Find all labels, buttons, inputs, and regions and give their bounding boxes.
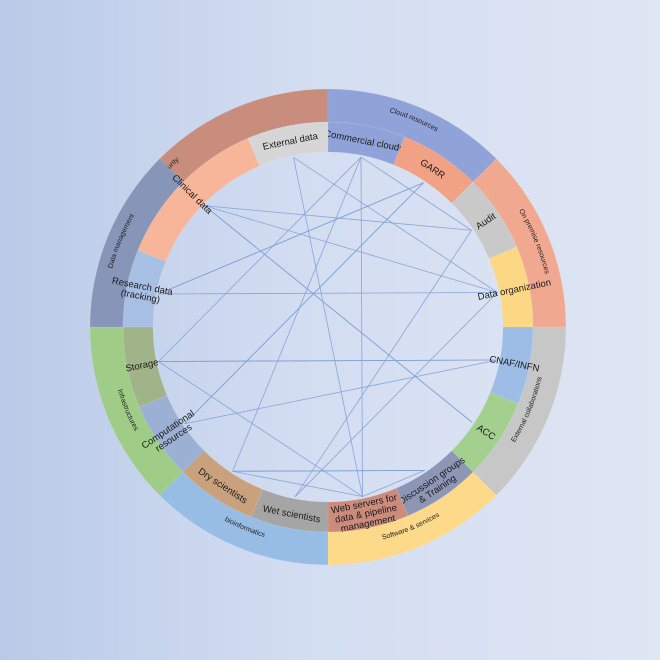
node-externaldata: External data xyxy=(247,121,329,167)
node-segment-externaldata xyxy=(247,121,329,167)
link-computational-garr xyxy=(184,182,424,425)
link-commercial-storage xyxy=(158,156,362,362)
link-acc-clinical xyxy=(204,205,473,423)
node-clinical: Clinical data xyxy=(137,137,260,262)
node-segment-cnaf xyxy=(489,326,534,405)
link-dry-webservers xyxy=(232,470,363,497)
node-wet: Wet scientists xyxy=(250,488,329,533)
link-clinical-audit xyxy=(204,205,472,231)
link-research-dataorg xyxy=(158,292,498,295)
node-storage: Storage xyxy=(122,326,168,408)
link-computational-cnaf xyxy=(184,359,498,425)
group-datamgmt: Data management xyxy=(89,158,184,328)
link-discussion-dry xyxy=(232,470,425,472)
link-storage-webservers xyxy=(158,361,363,497)
node-segment-wet xyxy=(250,488,329,533)
link-externaldata-dataorg xyxy=(293,157,498,293)
node-segment-research xyxy=(122,249,167,328)
link-cnaf-storage xyxy=(158,359,498,362)
link-commercial-audit xyxy=(360,156,472,231)
node-webservers: Web servers fordata & pipelinemanagement xyxy=(327,487,409,536)
node-segment-garr xyxy=(393,136,474,204)
link-commercial-dry xyxy=(232,157,362,472)
node-acc: ACC xyxy=(451,392,519,473)
links-layer xyxy=(158,156,498,498)
node-research: Research data(tracking) xyxy=(111,249,174,328)
link-research-garr xyxy=(158,182,424,295)
link-wet-dataorg xyxy=(294,292,498,498)
node-garr: GARR xyxy=(393,136,474,204)
link-clinical-dataorg xyxy=(204,205,498,293)
node-segment-audit xyxy=(451,181,518,259)
group-bioinformatics: bioinformatics xyxy=(159,471,329,566)
node-cnaf: CNAF/INFN xyxy=(488,326,540,405)
node-segment-clinical xyxy=(137,137,260,262)
node-label-webservers: Web servers fordata & pipelinemanagement xyxy=(330,492,402,536)
link-webservers-discussion xyxy=(362,470,425,497)
link-commercial-webservers xyxy=(360,157,363,497)
node-audit: Audit xyxy=(451,181,518,259)
link-wet-audit xyxy=(294,230,472,498)
node-computational: Computationalresources xyxy=(138,395,205,473)
node-segment-discussion xyxy=(396,450,474,517)
node-segment-computational xyxy=(138,395,205,473)
node-commercial: Commercial clouds xyxy=(323,121,406,166)
node-segment-commercial xyxy=(327,121,406,166)
link-externaldata-webservers xyxy=(293,157,363,497)
